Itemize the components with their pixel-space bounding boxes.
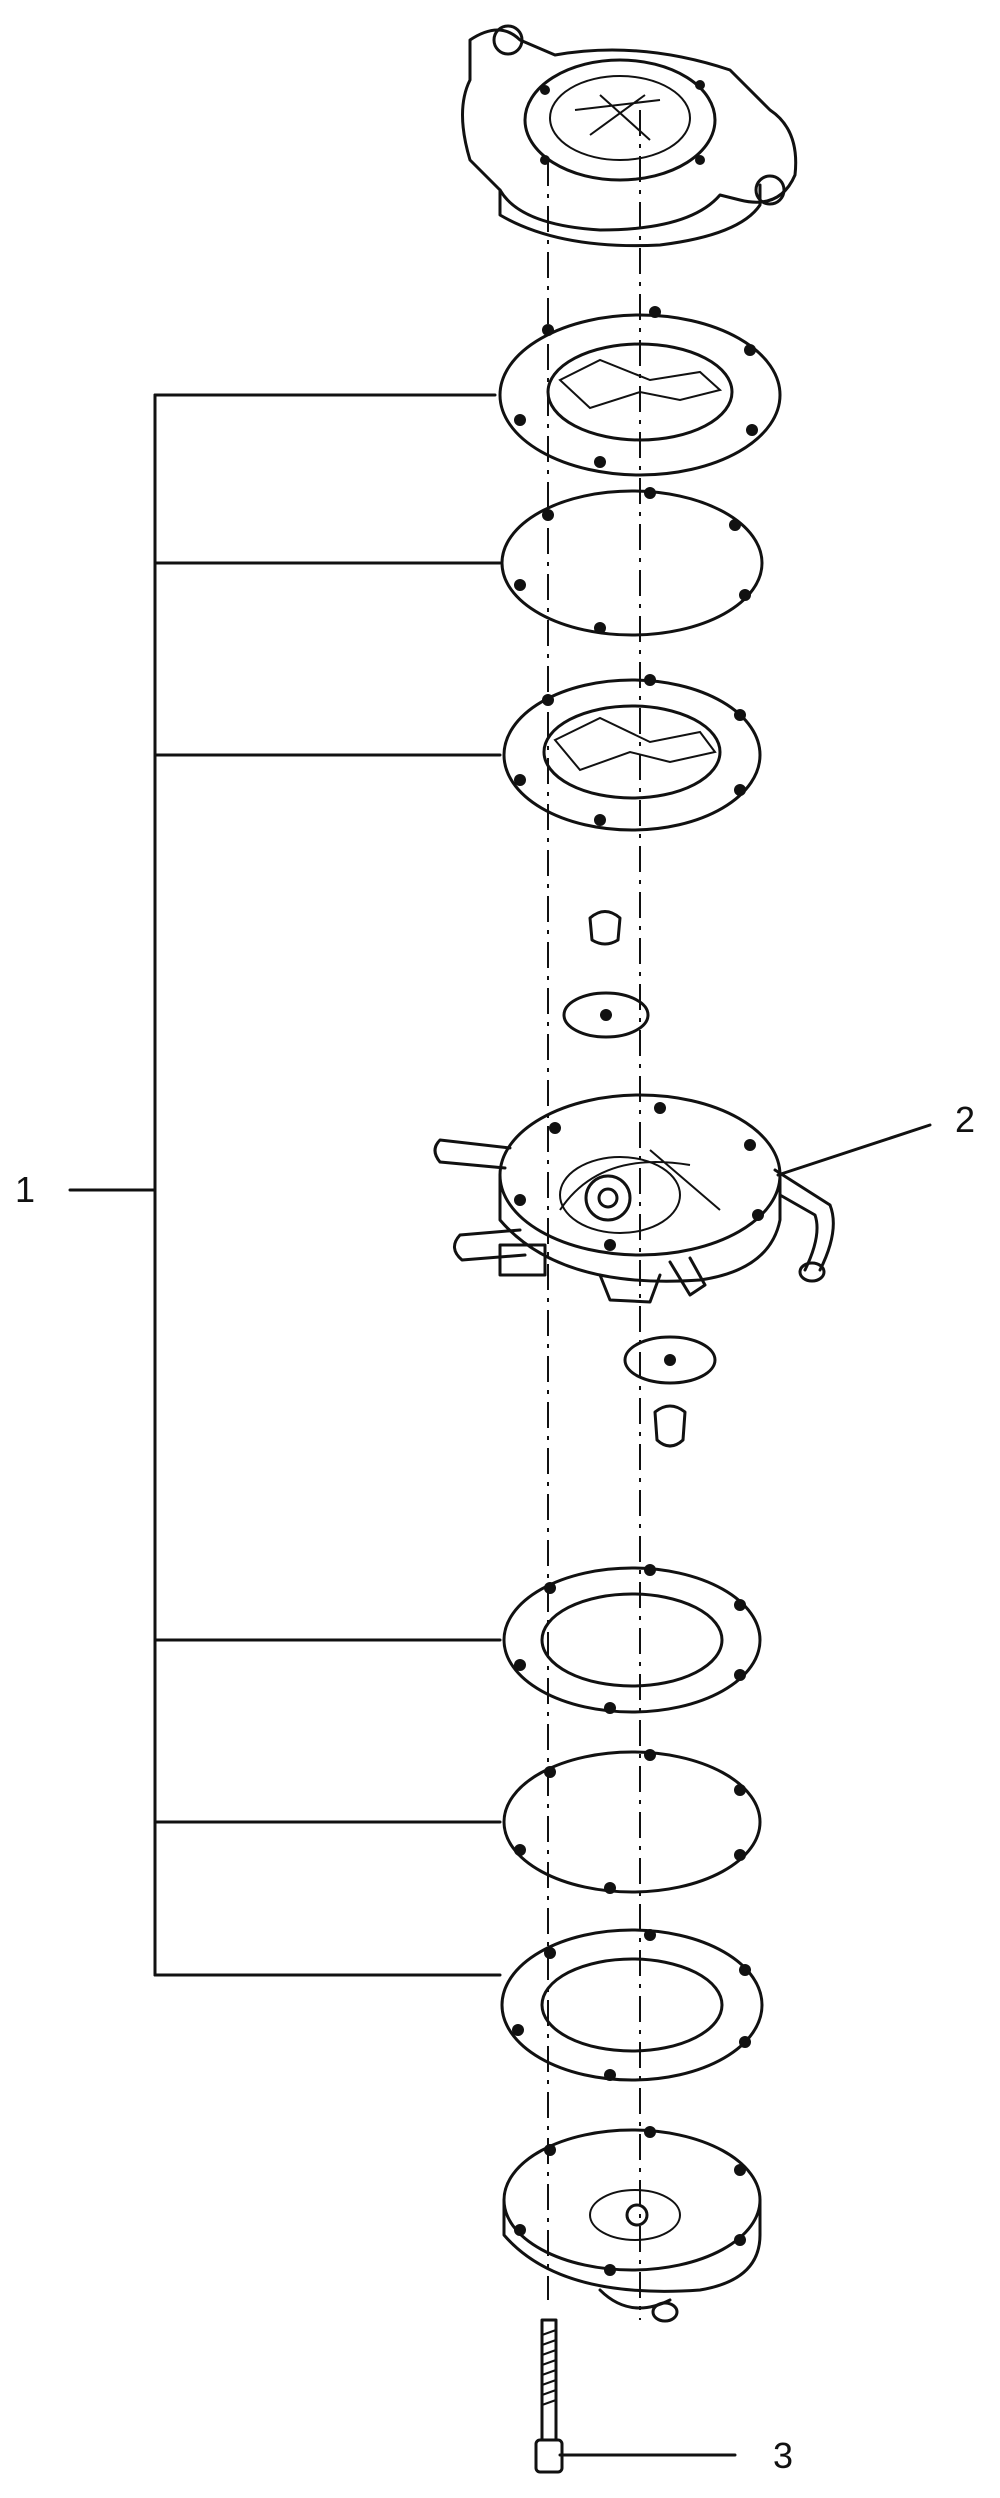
callout-3-label: 3	[773, 2435, 793, 2476]
pump-body	[433, 1093, 835, 1304]
callout-1-bracket	[68, 393, 502, 1977]
diaphragm-lower	[502, 1749, 762, 1894]
check-valve-upper	[562, 910, 650, 1039]
check-valve-lower	[623, 1335, 717, 1448]
gasket-upper-2	[502, 674, 762, 832]
diaphragm-upper	[500, 487, 764, 637]
callout-2-label: 2	[955, 1099, 975, 1140]
callout-1-label: 1	[15, 1169, 35, 1210]
gasket-lower-2	[500, 1928, 764, 2082]
gasket-lower-1	[502, 1564, 762, 1714]
mounting-screw	[534, 2318, 564, 2474]
callout-2-leader	[776, 1123, 932, 1177]
top-cover	[461, 24, 798, 248]
bottom-cover	[502, 2126, 762, 2323]
gasket-upper-1	[498, 306, 782, 477]
